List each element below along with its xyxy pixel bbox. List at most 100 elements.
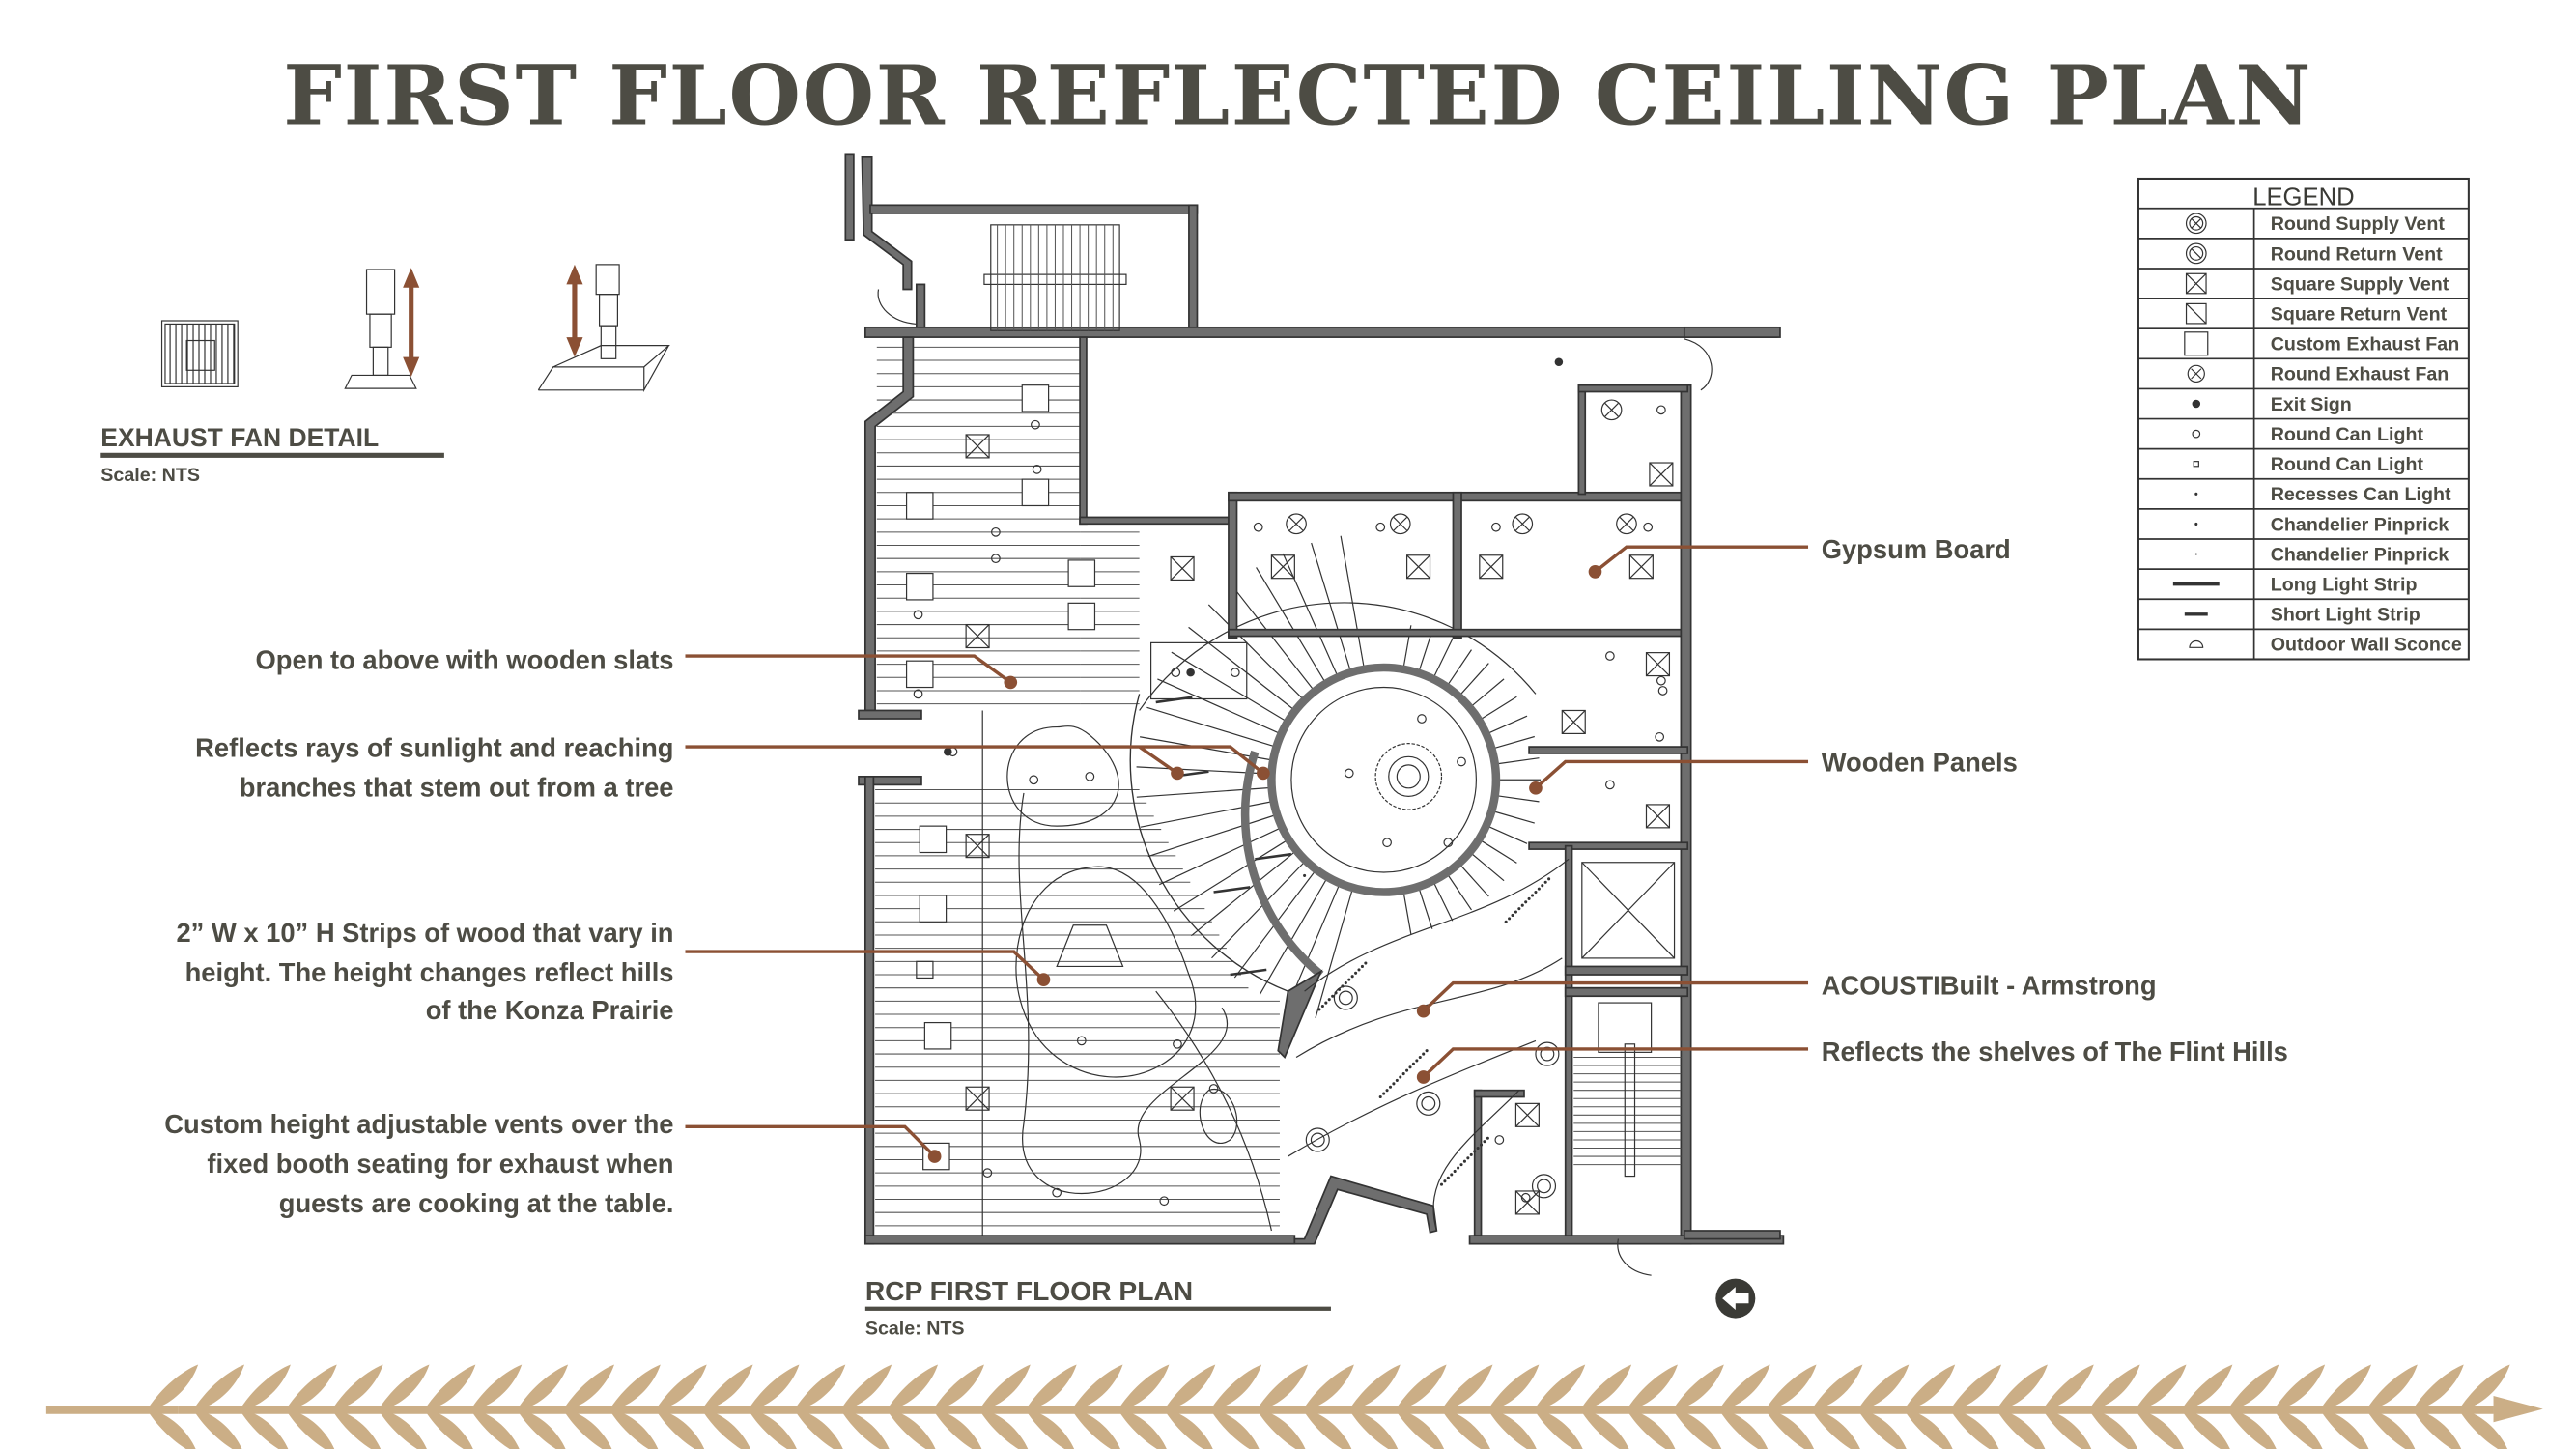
legend-item-label: Round Can Light	[2271, 454, 2424, 475]
wheat-stem	[178, 1406, 2494, 1414]
wheat-leaf-bottom	[1813, 1412, 1860, 1449]
round-can-light-icon	[1076, 1036, 1087, 1046]
chandelier-pinprick-icon	[1395, 1078, 1399, 1082]
chandelier-pinprick-icon	[1418, 1055, 1422, 1060]
wheat-leaf-bottom	[1489, 1412, 1537, 1449]
round-can-light-icon	[1032, 464, 1042, 474]
wheat-leaf-top	[2183, 1364, 2233, 1407]
chandelier-pinprick-icon	[1425, 1049, 1429, 1053]
chandelier-pinprick-icon	[1443, 1179, 1447, 1183]
outdoor-wall-sconce-icon	[2189, 639, 2204, 648]
square-supply-vent-icon	[1645, 804, 1671, 829]
chandelier-pinprick-icon	[1457, 1166, 1460, 1170]
callout-gypsum-board: Gypsum Board	[1822, 534, 2011, 564]
round-return-vent-icon	[2185, 242, 2207, 265]
round-can-light-icon	[913, 689, 923, 699]
wheat-leaf-bottom	[2321, 1412, 2369, 1449]
callout-sunlight-rays: Reflects rays of sunlight and reaching b…	[195, 732, 673, 802]
wheat-leaf-top	[1119, 1364, 1170, 1407]
wheat-leaf-top	[2137, 1364, 2187, 1407]
wheat-leaf-bottom	[2275, 1412, 2323, 1449]
callout-flint-hills: Reflects the shelves of The Flint Hills	[1822, 1037, 2288, 1066]
plan-heading-underline	[864, 1306, 1331, 1311]
round-exhaust-fan-icon	[1512, 513, 1534, 535]
round-exhaust-fan-icon	[2187, 364, 2205, 384]
chandelier-pinprick-icon	[1508, 917, 1512, 921]
square-supply-vent-icon	[965, 834, 990, 859]
wheat-leaf-bottom	[564, 1412, 612, 1449]
wheat-leaf-bottom	[1397, 1412, 1445, 1449]
custom-exhaust-fan-icon	[905, 660, 934, 689]
wheat-leaf-bottom	[1628, 1412, 1676, 1449]
wheat-leaf-bottom	[1119, 1412, 1167, 1449]
chandelier-pinprick-icon	[1520, 903, 1524, 907]
chandelier-pinprick-icon	[1479, 1143, 1484, 1147]
legend-item-label: Round Can Light	[2271, 424, 2424, 445]
north-arrow-icon	[1715, 1278, 1756, 1319]
wheat-leaf-top	[518, 1364, 569, 1407]
round-exhaust-fan-icon	[1616, 513, 1637, 535]
wheat-leaf-bottom	[2228, 1412, 2277, 1449]
callout-wood-strips: 2” W x 10” H Strips of wood that vary in…	[176, 918, 673, 1025]
chandelier-pinprick-icon	[1534, 890, 1538, 895]
round-can-light-icon	[1173, 1038, 1182, 1049]
legend-item-label: Round Exhaust Fan	[2271, 364, 2449, 385]
wheat-leaf-bottom	[934, 1412, 982, 1449]
wheat-leaf-bottom	[2090, 1412, 2138, 1449]
wheat-leaf-top	[1905, 1364, 1956, 1407]
round-exhaust-fan-icon	[1600, 399, 1623, 421]
round-can-light-icon	[1031, 419, 1040, 430]
square-supply-vent-icon	[1270, 554, 1295, 580]
wheat-leaf-top	[1767, 1364, 1817, 1407]
chandelier-pinprick-icon	[1462, 1159, 1466, 1163]
square-supply-vent-icon	[1649, 462, 1674, 487]
chandelier-pinprick-icon	[1439, 1182, 1444, 1186]
square-supply-vent-icon	[1514, 1102, 1540, 1127]
wheat-leaf-bottom	[703, 1412, 751, 1449]
custom-exhaust-fan-icon	[2184, 331, 2209, 356]
wheat-leaf-bottom	[1859, 1412, 1907, 1449]
round-can-light-icon	[2192, 429, 2201, 439]
chandelier-pinprick-icon	[1453, 1169, 1457, 1173]
chandelier-pinprick-icon	[1347, 978, 1351, 981]
round-can-light-icon	[1344, 768, 1354, 779]
wheat-leaf-bottom	[380, 1412, 427, 1449]
chandelier-pinprick-icon	[1517, 907, 1521, 911]
round-can-light-icon	[1657, 686, 1668, 696]
wheat-leaf-top	[194, 1364, 245, 1407]
wheat-leaf-top	[1397, 1364, 1447, 1407]
wheat-leaf-top	[750, 1364, 800, 1407]
square-supply-vent-icon	[1645, 652, 1671, 677]
chandelier-pinprick-icon	[1446, 1176, 1450, 1179]
exit-sign-icon	[1554, 357, 1564, 367]
contour-curves	[1006, 725, 1570, 1232]
wheat-leaf-top	[1073, 1364, 1123, 1407]
chandelier-pinprick-icon	[1476, 1146, 1480, 1151]
round-supply-vent-icon	[1535, 1041, 1560, 1066]
chandelier-pinprick-icon	[1324, 1001, 1328, 1005]
wheat-stalk-ornament	[45, 1364, 2543, 1449]
upper-stair	[983, 224, 1127, 331]
wheat-leaf-top	[610, 1364, 661, 1407]
wheat-leaf-bottom	[2137, 1412, 2184, 1449]
square-supply-vent-icon	[1561, 709, 1586, 735]
chandelier-pinprick-icon	[1527, 896, 1531, 900]
light-strip-icon	[1255, 852, 1292, 861]
round-can-light-icon	[1253, 522, 1263, 532]
wheat-leaf-bottom	[796, 1412, 843, 1449]
callout-open-to-above: Open to above with wooden slats	[256, 645, 674, 675]
wheat-leaf-top	[841, 1364, 892, 1407]
chandelier-pinprick-icon	[1415, 1059, 1419, 1063]
exhaust-fan-isometric-icon	[537, 264, 670, 393]
chandelier-pinprick-icon	[1354, 971, 1358, 975]
walls	[844, 153, 1785, 1245]
round-can-light-icon	[1382, 838, 1392, 848]
wheat-leaf-bottom	[1951, 1412, 1999, 1449]
chandelier-pinprick-icon	[1399, 1075, 1402, 1079]
wheat-leaf-bottom	[1581, 1412, 1629, 1449]
round-can-light-icon	[1375, 522, 1386, 532]
chandelier-pinprick-icon	[1317, 1008, 1321, 1011]
round-can-light-icon	[1029, 775, 1039, 785]
legend-item-label: Recesses Can Light	[2271, 484, 2451, 505]
